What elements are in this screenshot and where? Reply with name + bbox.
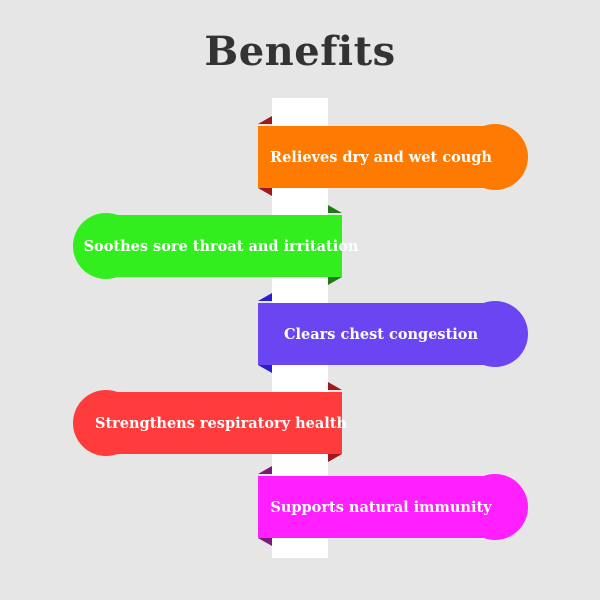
banner-fold	[328, 205, 342, 213]
benefit-label: Strengthens respiratory health	[94, 414, 348, 432]
benefit-label: Clears chest congestion	[283, 325, 478, 343]
benefit-banner-2: Soothes sore throat and irritation	[73, 213, 358, 279]
banner-fold	[328, 382, 342, 390]
benefit-label: Soothes sore throat and irritation	[83, 237, 359, 255]
banner-fold	[328, 277, 342, 285]
banner-fold	[258, 466, 272, 474]
page-title: Benefits	[204, 28, 396, 75]
benefit-banner-1: Relieves dry and wet cough	[258, 124, 528, 190]
benefit-banner-5: Supports natural immunity	[258, 474, 528, 540]
benefit-banner-4: Strengthens respiratory health	[73, 390, 347, 456]
banner-fold	[258, 188, 272, 196]
benefit-banner-3: Clears chest congestion	[258, 301, 528, 367]
benefit-label: Supports natural immunity	[270, 498, 492, 516]
banner-fold	[258, 293, 272, 301]
benefit-label: Relieves dry and wet cough	[270, 148, 492, 166]
banner-fold	[258, 365, 272, 373]
banner-fold	[258, 116, 272, 124]
banner-fold	[258, 538, 272, 546]
banner-fold	[328, 454, 342, 462]
